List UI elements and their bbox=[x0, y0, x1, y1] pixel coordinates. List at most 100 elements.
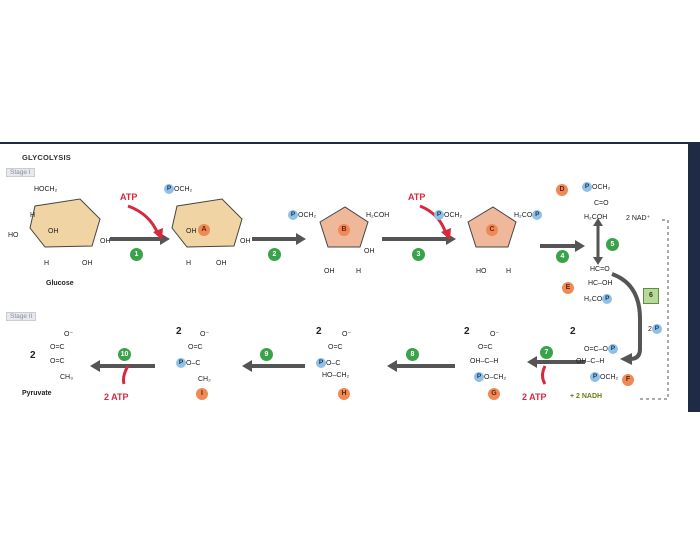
b-oh-bottom: OH bbox=[324, 268, 335, 275]
g-coefficient: 2 bbox=[464, 326, 470, 337]
step-9-badge: 9 bbox=[260, 348, 273, 361]
b-och2: OCH₂ bbox=[298, 211, 317, 219]
f-och2-text: OCH₂ bbox=[600, 373, 619, 381]
arrowhead-8 bbox=[387, 360, 397, 372]
e-h2co: H₂CO bbox=[584, 295, 603, 303]
f-oc-o-text: O=C–O bbox=[584, 345, 608, 353]
bottom-blank-area bbox=[0, 412, 700, 550]
atp-arrow-1 bbox=[127, 204, 160, 235]
i-o-minus: O⁻ bbox=[200, 331, 210, 338]
intermediate-c: C bbox=[486, 224, 498, 236]
arrowhead-4 bbox=[575, 240, 585, 252]
atp-label-1: ATP bbox=[120, 192, 138, 202]
a-h-bottom: H bbox=[186, 260, 192, 267]
step-5-badge: 5 bbox=[606, 238, 619, 251]
ring-a bbox=[171, 198, 243, 248]
pyruvate-o-minus: O⁻ bbox=[64, 331, 74, 338]
phosphate-icon: P bbox=[651, 324, 662, 334]
i-ch2: CH₂ bbox=[198, 376, 211, 383]
phosphate-icon: P bbox=[288, 210, 298, 220]
glucose-oh2: OH bbox=[100, 238, 111, 245]
glucose-hoch2: HOCH₂ bbox=[34, 186, 58, 193]
intermediate-b: B bbox=[338, 224, 350, 236]
nad-label: 2 NAD⁺ bbox=[626, 215, 651, 222]
d-c-eq-o: C=O bbox=[594, 200, 609, 207]
h-coefficient: 2 bbox=[316, 326, 322, 337]
phosphate-icon: P bbox=[474, 372, 484, 382]
b-oh: OH bbox=[364, 248, 375, 255]
pyruvate-label: Pyruvate bbox=[22, 390, 52, 397]
phosphate-icon: P bbox=[434, 210, 444, 220]
phosphate-icon: P bbox=[176, 358, 186, 368]
arrowhead-10 bbox=[90, 360, 100, 372]
g-o-minus: O⁻ bbox=[490, 331, 500, 338]
b-h2coh: H₂COH bbox=[366, 212, 390, 219]
arrowhead-5-down bbox=[593, 257, 603, 265]
pyruvate-coefficient: 2 bbox=[30, 350, 36, 361]
glucose-ho: HO bbox=[8, 232, 19, 239]
a-oh2: OH bbox=[240, 238, 251, 245]
h-o-c: O=C bbox=[328, 344, 343, 351]
a-och2: OCH₂ bbox=[174, 185, 193, 193]
atp-out-arrow-10 bbox=[122, 365, 130, 385]
step-3-badge: 3 bbox=[412, 248, 425, 261]
top-blank-area bbox=[0, 0, 700, 142]
stage-1-tag: Stage I bbox=[6, 168, 35, 177]
phosphate-icon: P bbox=[532, 210, 543, 220]
nad-dashed-loop bbox=[640, 219, 669, 400]
g-oh-ch: OH–C–H bbox=[470, 358, 499, 365]
step-4-badge: 4 bbox=[556, 250, 569, 263]
phosphate-icon: P bbox=[607, 344, 618, 354]
glucose-h1: H bbox=[30, 212, 36, 219]
intermediate-d: D bbox=[556, 184, 568, 196]
atp-arrowhead-1 bbox=[153, 228, 163, 240]
h-po-c-text: O–C bbox=[326, 359, 341, 367]
c-h-bottom: H bbox=[506, 268, 512, 275]
atp-arrowhead-3 bbox=[441, 228, 451, 240]
arrowhead-1 bbox=[160, 233, 170, 245]
two-pi-count: 2 bbox=[648, 325, 652, 333]
g-o-c: O=C bbox=[478, 344, 493, 351]
page-edge bbox=[688, 144, 700, 412]
h-ho-ch2: HO–CH₂ bbox=[322, 372, 350, 379]
glucose-label: Glucose bbox=[46, 280, 74, 287]
step-8-badge: 8 bbox=[406, 348, 419, 361]
atp-out-arrow-7 bbox=[541, 365, 547, 385]
atp-out-10: 2 ATP bbox=[104, 392, 129, 402]
step-1-badge: 1 bbox=[130, 248, 143, 261]
pyruvate-ch3: CH₃ bbox=[60, 374, 73, 381]
f-oh-ch: OH–C–H bbox=[576, 358, 605, 365]
stage-2-tag: Stage II bbox=[6, 312, 37, 321]
c-och2: OCH₂ bbox=[444, 211, 463, 219]
d-och2: OCH₂ bbox=[592, 183, 611, 191]
phosphate-icon: P bbox=[590, 372, 600, 382]
phosphate-icon: P bbox=[602, 294, 613, 304]
a-oh: OH bbox=[186, 228, 197, 235]
step-7-badge: 7 bbox=[540, 346, 553, 359]
glucose-ring bbox=[29, 198, 101, 248]
glucose-h-bottom: H bbox=[44, 260, 50, 267]
atp-out-7: 2 ATP bbox=[522, 392, 547, 402]
intermediate-h: H bbox=[338, 388, 350, 400]
intermediate-g: G bbox=[488, 388, 500, 400]
phosphate-icon: P bbox=[164, 184, 174, 194]
nadh-label: + 2 NADH bbox=[570, 393, 603, 400]
atp-label-3: ATP bbox=[408, 192, 426, 202]
b-h-bottom: H bbox=[356, 268, 362, 275]
arrowhead-6 bbox=[620, 353, 632, 365]
i-o-c: O=C bbox=[188, 344, 203, 351]
phosphate-icon: P bbox=[316, 358, 326, 368]
step-10-badge: 10 bbox=[118, 348, 131, 361]
arrowhead-5-up bbox=[593, 218, 603, 226]
pyruvate-o-c2: O=C bbox=[50, 358, 65, 365]
